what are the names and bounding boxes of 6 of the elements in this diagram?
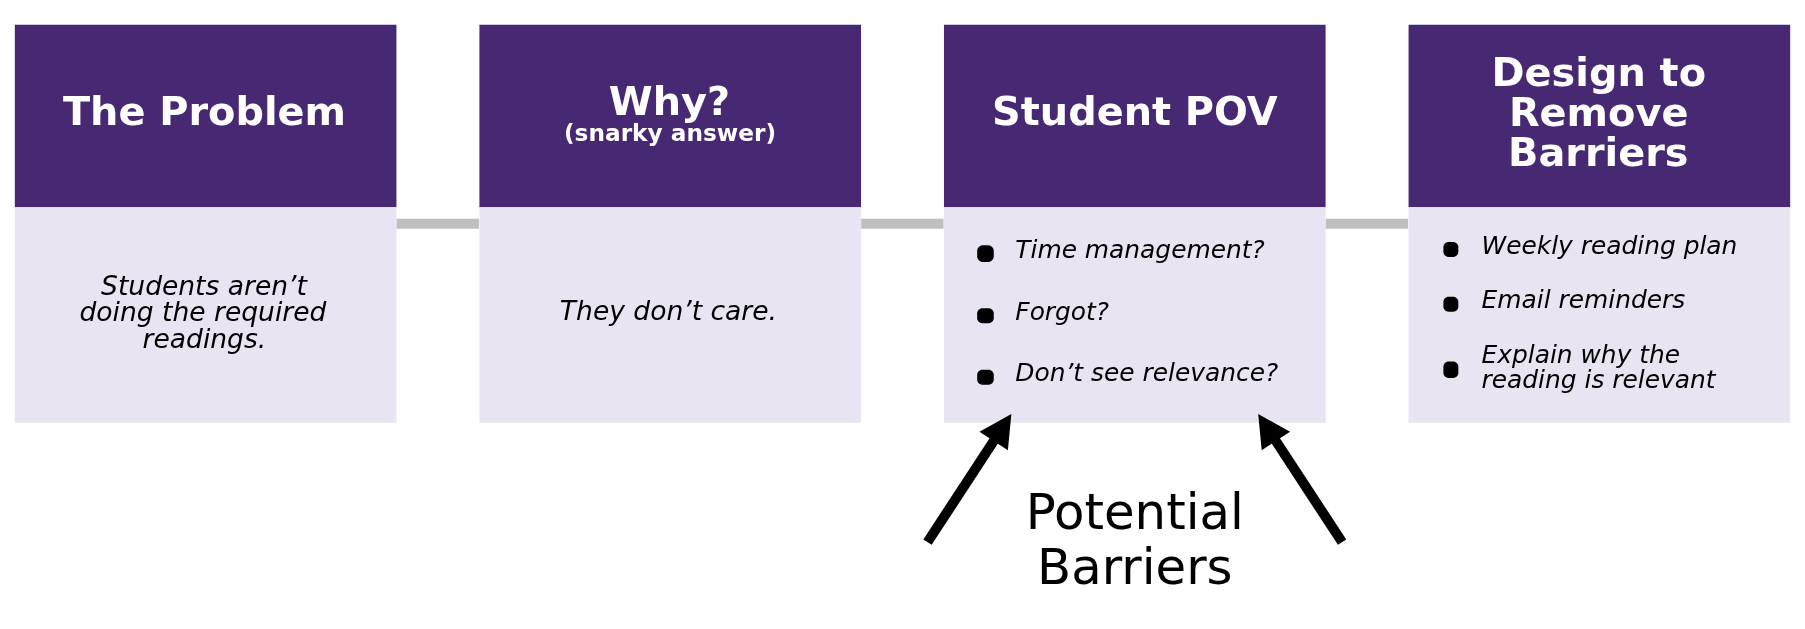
label: Potential Barriers — [1025, 482, 1244, 596]
arrow — [923, 413, 1012, 545]
connector — [1325, 218, 1409, 229]
arrow — [1258, 413, 1347, 545]
connector — [861, 218, 944, 229]
connector — [396, 218, 479, 229]
